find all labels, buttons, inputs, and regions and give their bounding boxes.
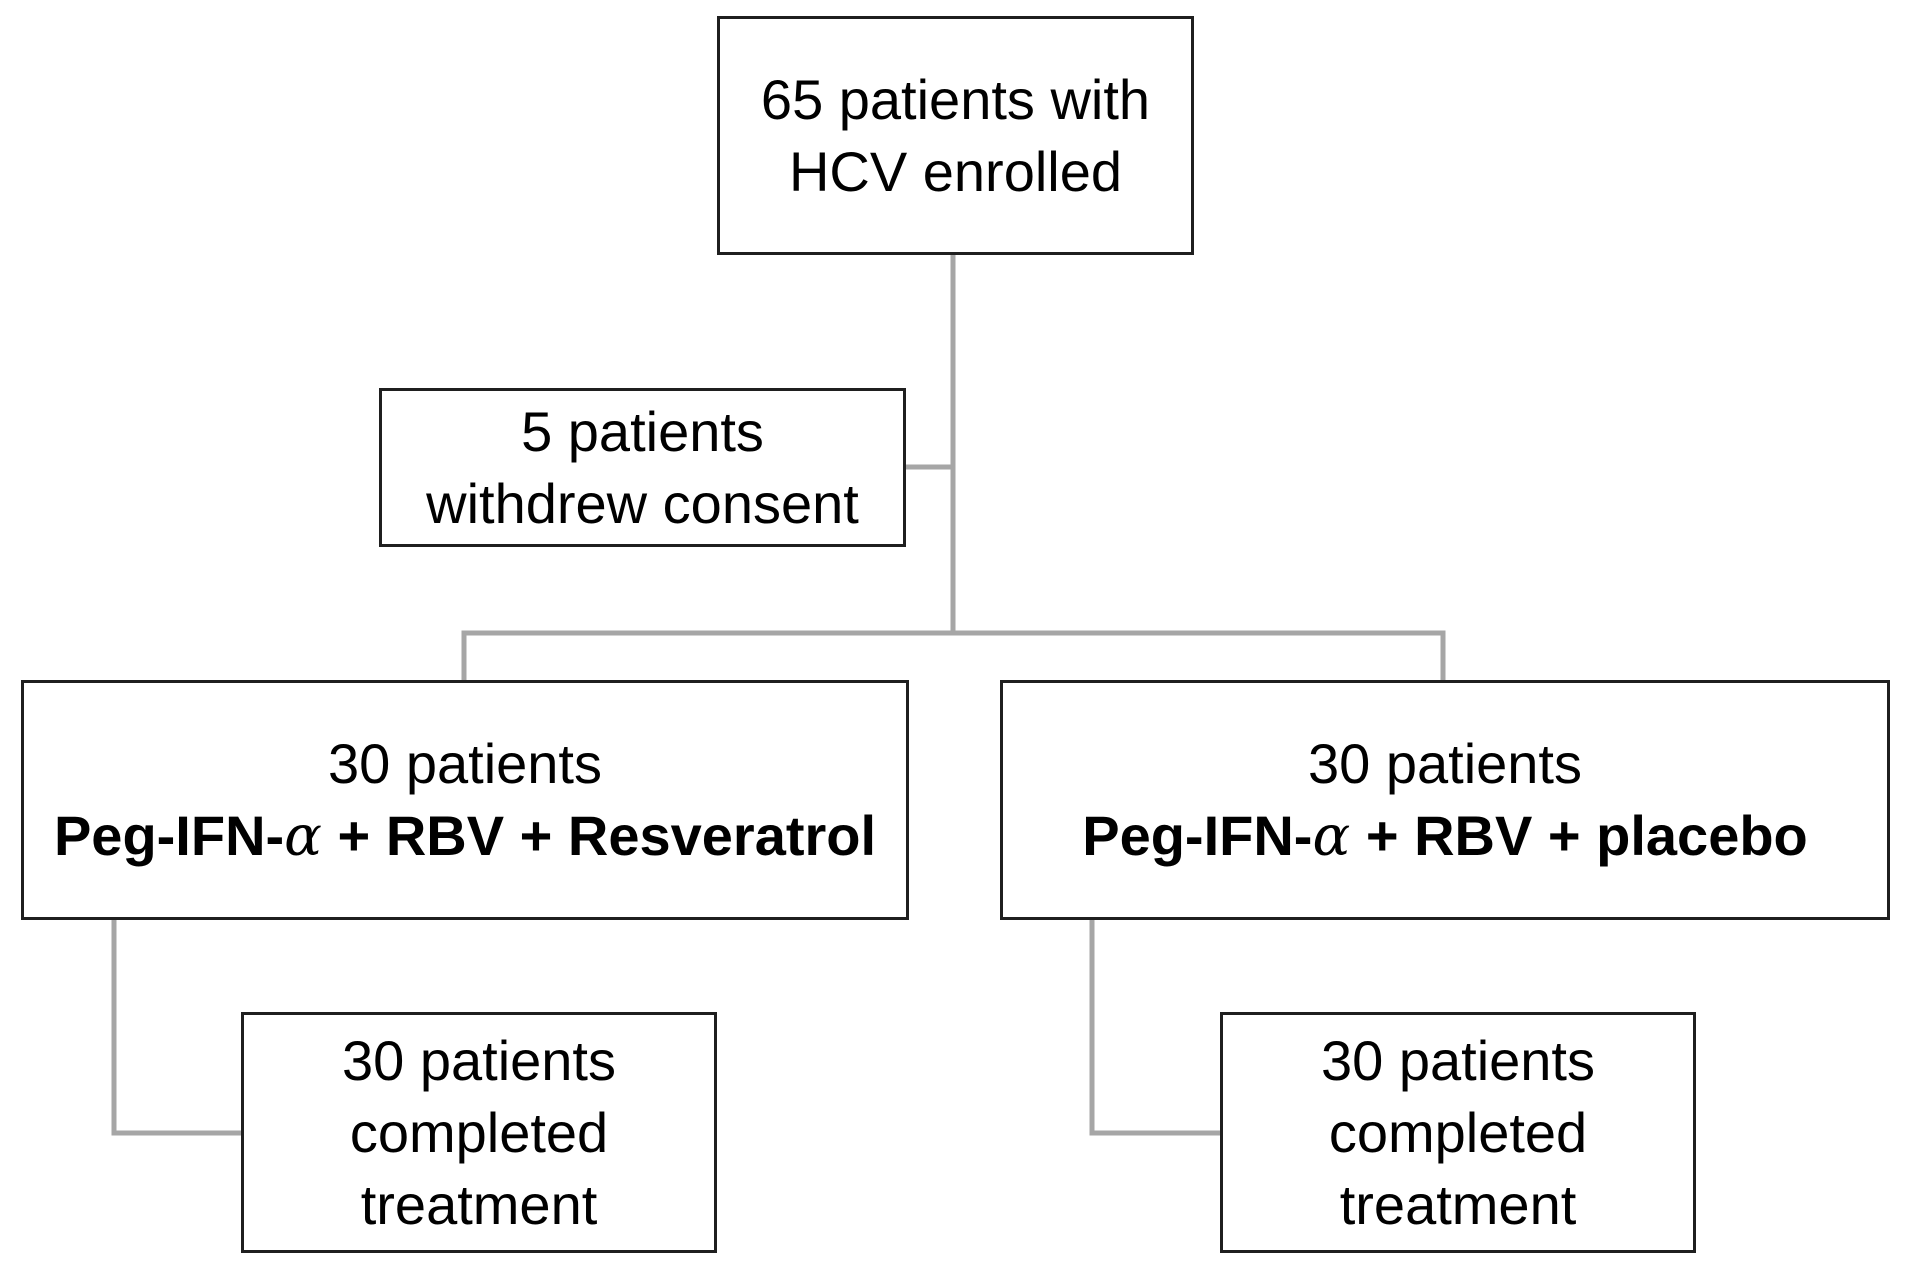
- resveratrol-arm-box: 30 patients Peg-IFN-α + RBV + Resveratro…: [21, 680, 909, 920]
- placebo-regimen-prefix: Peg-IFN-: [1082, 803, 1313, 867]
- resveratrol-completed-line-1: 30 patients: [342, 1028, 616, 1092]
- placebo-arm-regimen: Peg-IFN-α + RBV + placebo: [1082, 800, 1808, 873]
- resveratrol-regimen-suffix: + RBV + Resveratrol: [322, 803, 877, 867]
- resveratrol-completed-box: 30 patients completed treatment: [241, 1012, 717, 1253]
- resveratrol-arm-regimen: Peg-IFN-α + RBV + Resveratrol: [54, 800, 876, 873]
- placebo-completed-line-2: completed: [1328, 1100, 1588, 1164]
- withdrawn-line-2: withdrew consent: [426, 471, 859, 535]
- resveratrol-regimen-prefix: Peg-IFN-: [53, 803, 285, 867]
- placebo-regimen-suffix: + RBV + placebo: [1350, 803, 1808, 867]
- placebo-arm-count: 30 patients: [1308, 731, 1582, 795]
- alpha-symbol: α: [284, 803, 322, 869]
- resveratrol-completed-line-3: treatment: [360, 1172, 598, 1236]
- resveratrol-arm-count: 30 patients: [328, 731, 602, 795]
- connector-right-completion: [1089, 920, 1222, 1136]
- placebo-arm-box: 30 patients Peg-IFN-α + RBV + placebo: [1000, 680, 1890, 920]
- enrolled-box: 65 patients with HCV enrolled: [717, 16, 1194, 255]
- enrolled-line-2: HCV enrolled: [788, 139, 1123, 203]
- withdrawn-box: 5 patients withdrew consent: [379, 388, 906, 547]
- placebo-completed-line-1: 30 patients: [1321, 1028, 1595, 1092]
- resveratrol-completed-line-2: completed: [349, 1100, 609, 1164]
- alpha-symbol: α: [1312, 803, 1351, 869]
- placebo-completed-box: 30 patients completed treatment: [1220, 1012, 1696, 1253]
- connector-left-completion: [111, 920, 243, 1136]
- enrolled-line-1: 65 patients with: [760, 67, 1151, 131]
- placebo-completed-line-3: treatment: [1339, 1172, 1577, 1236]
- connector-arms-split: [461, 630, 1446, 680]
- withdrawn-line-1: 5 patients: [521, 399, 764, 463]
